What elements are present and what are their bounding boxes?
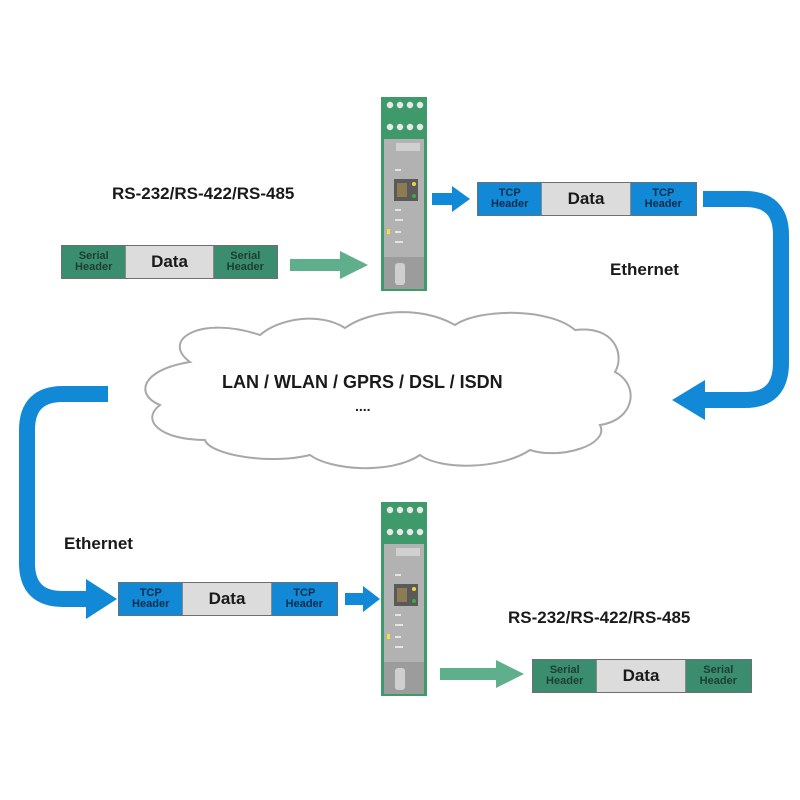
cloud-more-indicator: ....	[355, 398, 371, 414]
packet-data: Data	[596, 660, 686, 692]
serial-protocol-label-bottom: RS-232/RS-422/RS-485	[508, 608, 691, 627]
ethernet-arrow-right-curve	[672, 191, 789, 420]
serial-protocol-label-top: RS-232/RS-422/RS-485	[112, 184, 295, 203]
packet-data: Data	[541, 183, 631, 215]
packet-data: Data	[125, 246, 214, 278]
ethernet-arrow-out-small	[432, 186, 470, 212]
ethernet-arrow-left-curve	[19, 386, 117, 619]
ethernet-label-left: Ethernet	[64, 534, 133, 553]
network-cloud	[144, 311, 632, 470]
packet-data: Data	[182, 583, 272, 615]
device-bottom	[381, 502, 427, 696]
device-top	[381, 97, 427, 291]
ethernet-arrow-in-small	[345, 586, 380, 612]
cloud-network-types: LAN / WLAN / GPRS / DSL / ISDN	[222, 372, 503, 392]
ethernet-label-right: Ethernet	[610, 260, 679, 279]
serial-arrow-out	[440, 660, 524, 688]
serial-arrow-in	[290, 251, 368, 279]
